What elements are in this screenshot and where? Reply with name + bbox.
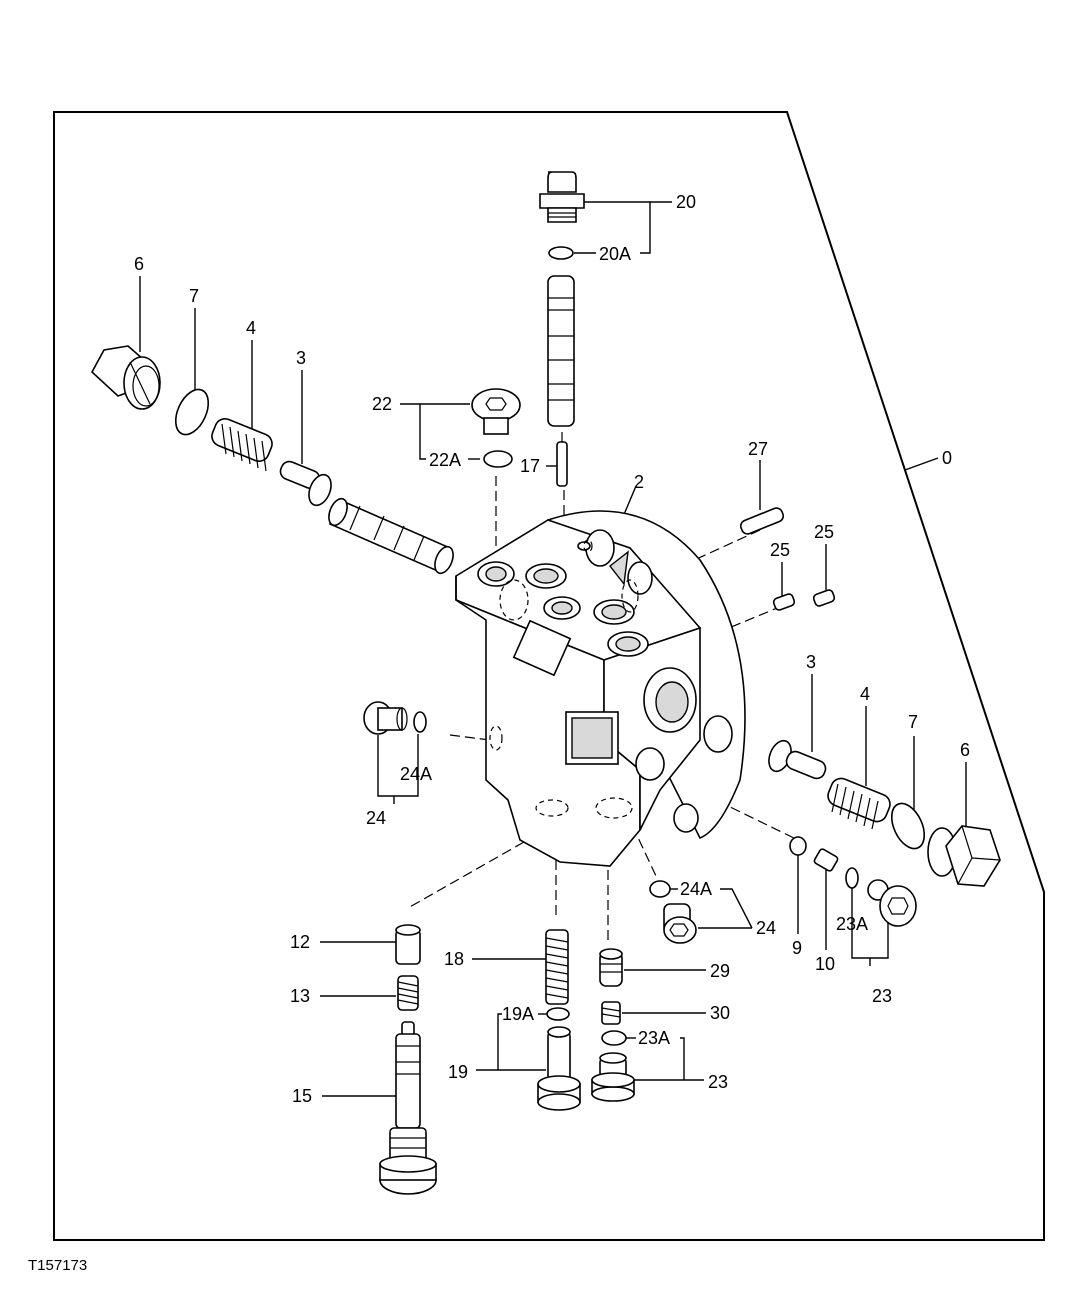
part-20a-o-ring <box>548 246 574 260</box>
callout-20a: 20A <box>599 244 631 264</box>
part-23-plug-right <box>867 879 917 927</box>
callout-19a: 19A <box>502 1004 534 1024</box>
callout-24-right: 24 <box>756 918 776 938</box>
callout-17: 17 <box>520 456 540 476</box>
part-25-plug-b <box>812 589 836 607</box>
callout-23a-bottom: 23A <box>638 1028 670 1048</box>
callout-25-b: 25 <box>814 522 834 542</box>
vertical-spool <box>547 275 575 427</box>
part-27-sleeve <box>739 507 785 535</box>
callout-27: 27 <box>748 439 768 459</box>
part-6-plug-right <box>927 825 1001 887</box>
callout-20: 20 <box>676 192 696 212</box>
callout-labels: 0 2 3 3 4 4 6 6 7 7 9 10 12 13 15 17 18 … <box>134 192 970 1106</box>
callout-4-left: 4 <box>246 318 256 338</box>
callout-23a-right: 23A <box>836 914 868 934</box>
callout-23-right: 23 <box>872 986 892 1006</box>
callout-22a: 22A <box>429 450 461 470</box>
part-23-plug-bottom <box>591 1052 635 1102</box>
callout-24-left: 24 <box>366 808 386 828</box>
callout-19: 19 <box>448 1062 468 1082</box>
part-15-valve <box>379 1021 437 1195</box>
callout-7-left: 7 <box>189 286 199 306</box>
callout-6-left: 6 <box>134 254 144 274</box>
part-30-spring <box>601 1001 621 1025</box>
part-25-plug-a <box>772 593 796 611</box>
part-9-ball <box>789 836 807 856</box>
callout-23-bottom: 23 <box>708 1072 728 1092</box>
callout-3-right: 3 <box>806 652 816 672</box>
part-18-spring <box>545 929 569 1005</box>
part-13-spring <box>397 975 419 1011</box>
callout-2: 2 <box>634 472 644 492</box>
part-7-o-ring-right <box>890 802 926 850</box>
callout-30: 30 <box>710 1003 730 1023</box>
part-3-plunger-left <box>279 460 332 507</box>
part-24-plug-left <box>363 701 408 735</box>
part-23a-o-ring-right <box>845 867 859 889</box>
part-4-spring-right <box>827 777 891 830</box>
callout-18: 18 <box>444 949 464 969</box>
part-24-plug-right <box>663 903 697 944</box>
part-22a-o-ring <box>483 450 513 468</box>
part-22-plug <box>471 388 521 435</box>
part-23a-o-ring-bottom <box>601 1030 627 1046</box>
part-10-orifice <box>813 848 839 872</box>
part-3-plunger-right <box>768 739 827 780</box>
part-6-plug-left <box>90 345 161 410</box>
part-7-o-ring-left <box>174 388 210 436</box>
figure-id: T157173 <box>28 1257 87 1274</box>
part-17-pin <box>556 441 568 487</box>
callout-7-right: 7 <box>908 712 918 732</box>
callout-29: 29 <box>710 961 730 981</box>
part-2-valve-housing <box>455 510 746 867</box>
part-12-sleeve <box>395 924 421 965</box>
callout-6-right: 6 <box>960 740 970 760</box>
callout-24a-right: 24A <box>680 879 712 899</box>
horizontal-spool <box>328 497 454 575</box>
callout-9: 9 <box>792 938 802 958</box>
callout-13: 13 <box>290 986 310 1006</box>
part-19-plug <box>537 1026 581 1111</box>
callout-4-right: 4 <box>860 684 870 704</box>
part-24a-o-ring-right <box>649 880 671 898</box>
part-19a-o-ring <box>546 1007 570 1021</box>
callout-25-a: 25 <box>770 540 790 560</box>
callout-10: 10 <box>815 954 835 974</box>
part-29-valve <box>599 948 623 987</box>
part-4-spring-left <box>211 417 273 472</box>
callout-0: 0 <box>942 448 952 468</box>
callout-24a-left: 24A <box>400 764 432 784</box>
part-20-plug <box>539 171 585 223</box>
part-24a-o-ring-left <box>413 711 427 733</box>
callout-22: 22 <box>372 394 392 414</box>
callout-12: 12 <box>290 932 310 952</box>
frame-border <box>53 111 1045 1241</box>
callout-15: 15 <box>292 1086 312 1106</box>
callout-3-left: 3 <box>296 348 306 368</box>
